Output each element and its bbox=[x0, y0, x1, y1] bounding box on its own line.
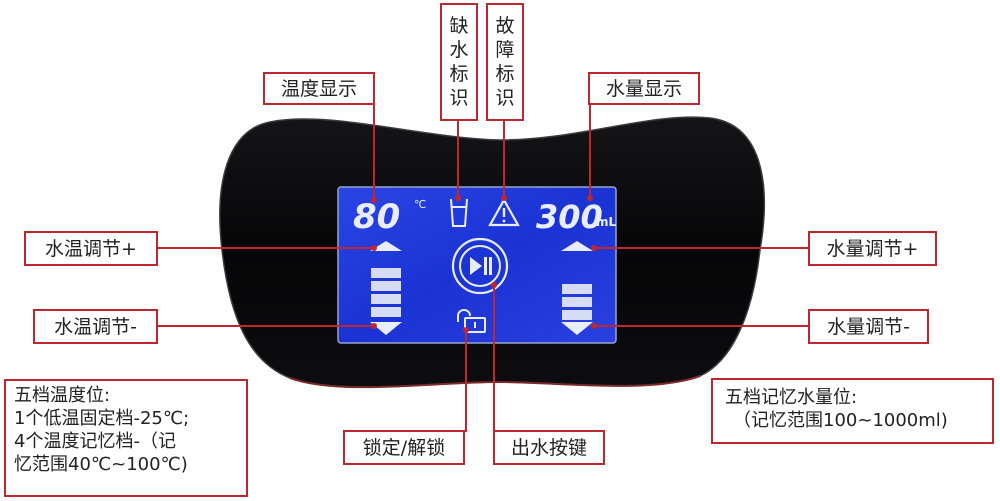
temp-down-arrow-icon bbox=[370, 322, 402, 335]
note-temp-line-3: 4个温度记忆档-（记 bbox=[14, 431, 176, 452]
note-temp-line-1: 五档温度位: bbox=[14, 385, 111, 406]
callout-fault-char-3: 标 bbox=[495, 63, 515, 85]
note-temp-line-4: 忆范围40℃~100℃) bbox=[14, 454, 188, 475]
callout-volume-display: 水量显示 bbox=[588, 72, 700, 105]
no-water-cup-icon bbox=[450, 198, 468, 227]
temp-level-bars bbox=[371, 268, 401, 317]
volume-level-bars bbox=[562, 284, 592, 320]
callout-lock-unlock: 锁定/解锁 bbox=[343, 430, 465, 465]
callout-fault-indicator: 故 障 标 识 bbox=[486, 3, 524, 121]
volume-up-arrow-icon bbox=[561, 241, 593, 251]
callout-no-water-char-4: 识 bbox=[449, 87, 469, 109]
leader-lines bbox=[158, 103, 808, 432]
fault-warning-icon bbox=[488, 197, 520, 227]
leader-dots bbox=[371, 195, 597, 333]
panel-bottom-rim bbox=[289, 375, 701, 389]
temperature-unit: ℃ bbox=[414, 198, 426, 211]
play-pause-icon bbox=[451, 237, 509, 295]
callout-volume-up: 水量调节+ bbox=[808, 231, 937, 266]
callout-fault-char-1: 故 bbox=[495, 15, 515, 37]
note-volume-line-1: 五档记忆水量位: bbox=[725, 387, 858, 408]
note-volume-line-2: （记忆范围100~1000ml) bbox=[733, 410, 948, 431]
callout-fault-char-4: 识 bbox=[495, 87, 515, 109]
callout-temp-down: 水温调节- bbox=[33, 309, 158, 344]
callout-no-water-indicator: 缺 水 标 识 bbox=[440, 3, 478, 121]
callout-no-water-char-2: 水 bbox=[449, 39, 469, 61]
volume-down-arrow-icon bbox=[561, 322, 593, 335]
callout-temperature-display: 温度显示 bbox=[263, 72, 375, 105]
lock-icon bbox=[457, 309, 486, 333]
note-temp-line-2: 1个低温固定档-25℃; bbox=[14, 408, 190, 429]
callout-volume-down: 水量调节- bbox=[808, 309, 929, 344]
callout-dispense-key: 出水按键 bbox=[493, 430, 605, 465]
note-volume-presets: 五档记忆水量位: （记忆范围100~1000ml) bbox=[711, 378, 994, 444]
volume-unit: mL bbox=[596, 215, 617, 229]
callout-no-water-char-3: 标 bbox=[449, 63, 469, 85]
callout-temp-up: 水温调节+ bbox=[24, 231, 158, 266]
note-temperature-presets: 五档温度位: 1个低温固定档-25℃; 4个温度记忆档-（记 忆范围40℃~10… bbox=[4, 379, 248, 497]
callout-no-water-char-1: 缺 bbox=[449, 15, 469, 37]
callout-fault-char-2: 障 bbox=[495, 39, 515, 61]
volume-readout: 300 bbox=[536, 198, 603, 236]
temp-up-arrow-icon bbox=[370, 241, 402, 251]
temperature-readout: 80 bbox=[353, 197, 400, 237]
